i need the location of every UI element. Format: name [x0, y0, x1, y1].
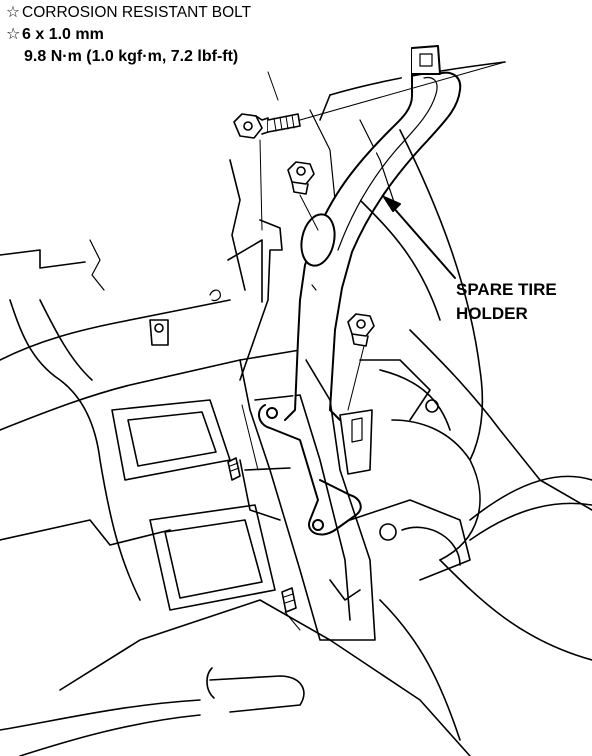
right-structure — [319, 61, 592, 741]
bolt-size-label: ☆6 x 1.0 mm — [6, 24, 104, 44]
left-bracket — [209, 219, 283, 381]
torque-spec-label: 9.8 N·m (1.0 kgf·m, 7.2 lbf-ft) — [24, 48, 239, 65]
stud-left — [227, 457, 241, 481]
exhaust-pipe — [0, 667, 305, 756]
spare-tire-holder-callout: SPARE TIRE HOLDER — [456, 278, 557, 326]
floor-pocket-upper — [111, 399, 231, 481]
callout-arrow — [383, 196, 456, 279]
center-rail — [239, 349, 376, 641]
star-symbol: ☆ — [6, 4, 20, 21]
lower-nut — [347, 313, 375, 347]
bolt-type-text: CORROSION RESISTANT BOLT — [22, 4, 252, 21]
floor-pocket-lower — [149, 504, 276, 611]
bolt-size-text: 6 x 1.0 mm — [22, 26, 104, 43]
upper-nut — [287, 161, 315, 195]
right-bracket — [339, 409, 373, 475]
leader-lines — [241, 61, 506, 631]
bolt-type-label: ☆CORROSION RESISTANT BOLT — [6, 3, 251, 22]
stud-lower — [281, 587, 297, 613]
spare-tire-holder-arm — [258, 45, 462, 536]
floor-panel — [0, 109, 471, 756]
callout-line-2: HOLDER — [456, 304, 528, 323]
corrosion-resistant-bolt — [233, 113, 301, 139]
callout-line-1: SPARE TIRE — [456, 280, 557, 299]
star-symbol: ☆ — [6, 26, 21, 43]
